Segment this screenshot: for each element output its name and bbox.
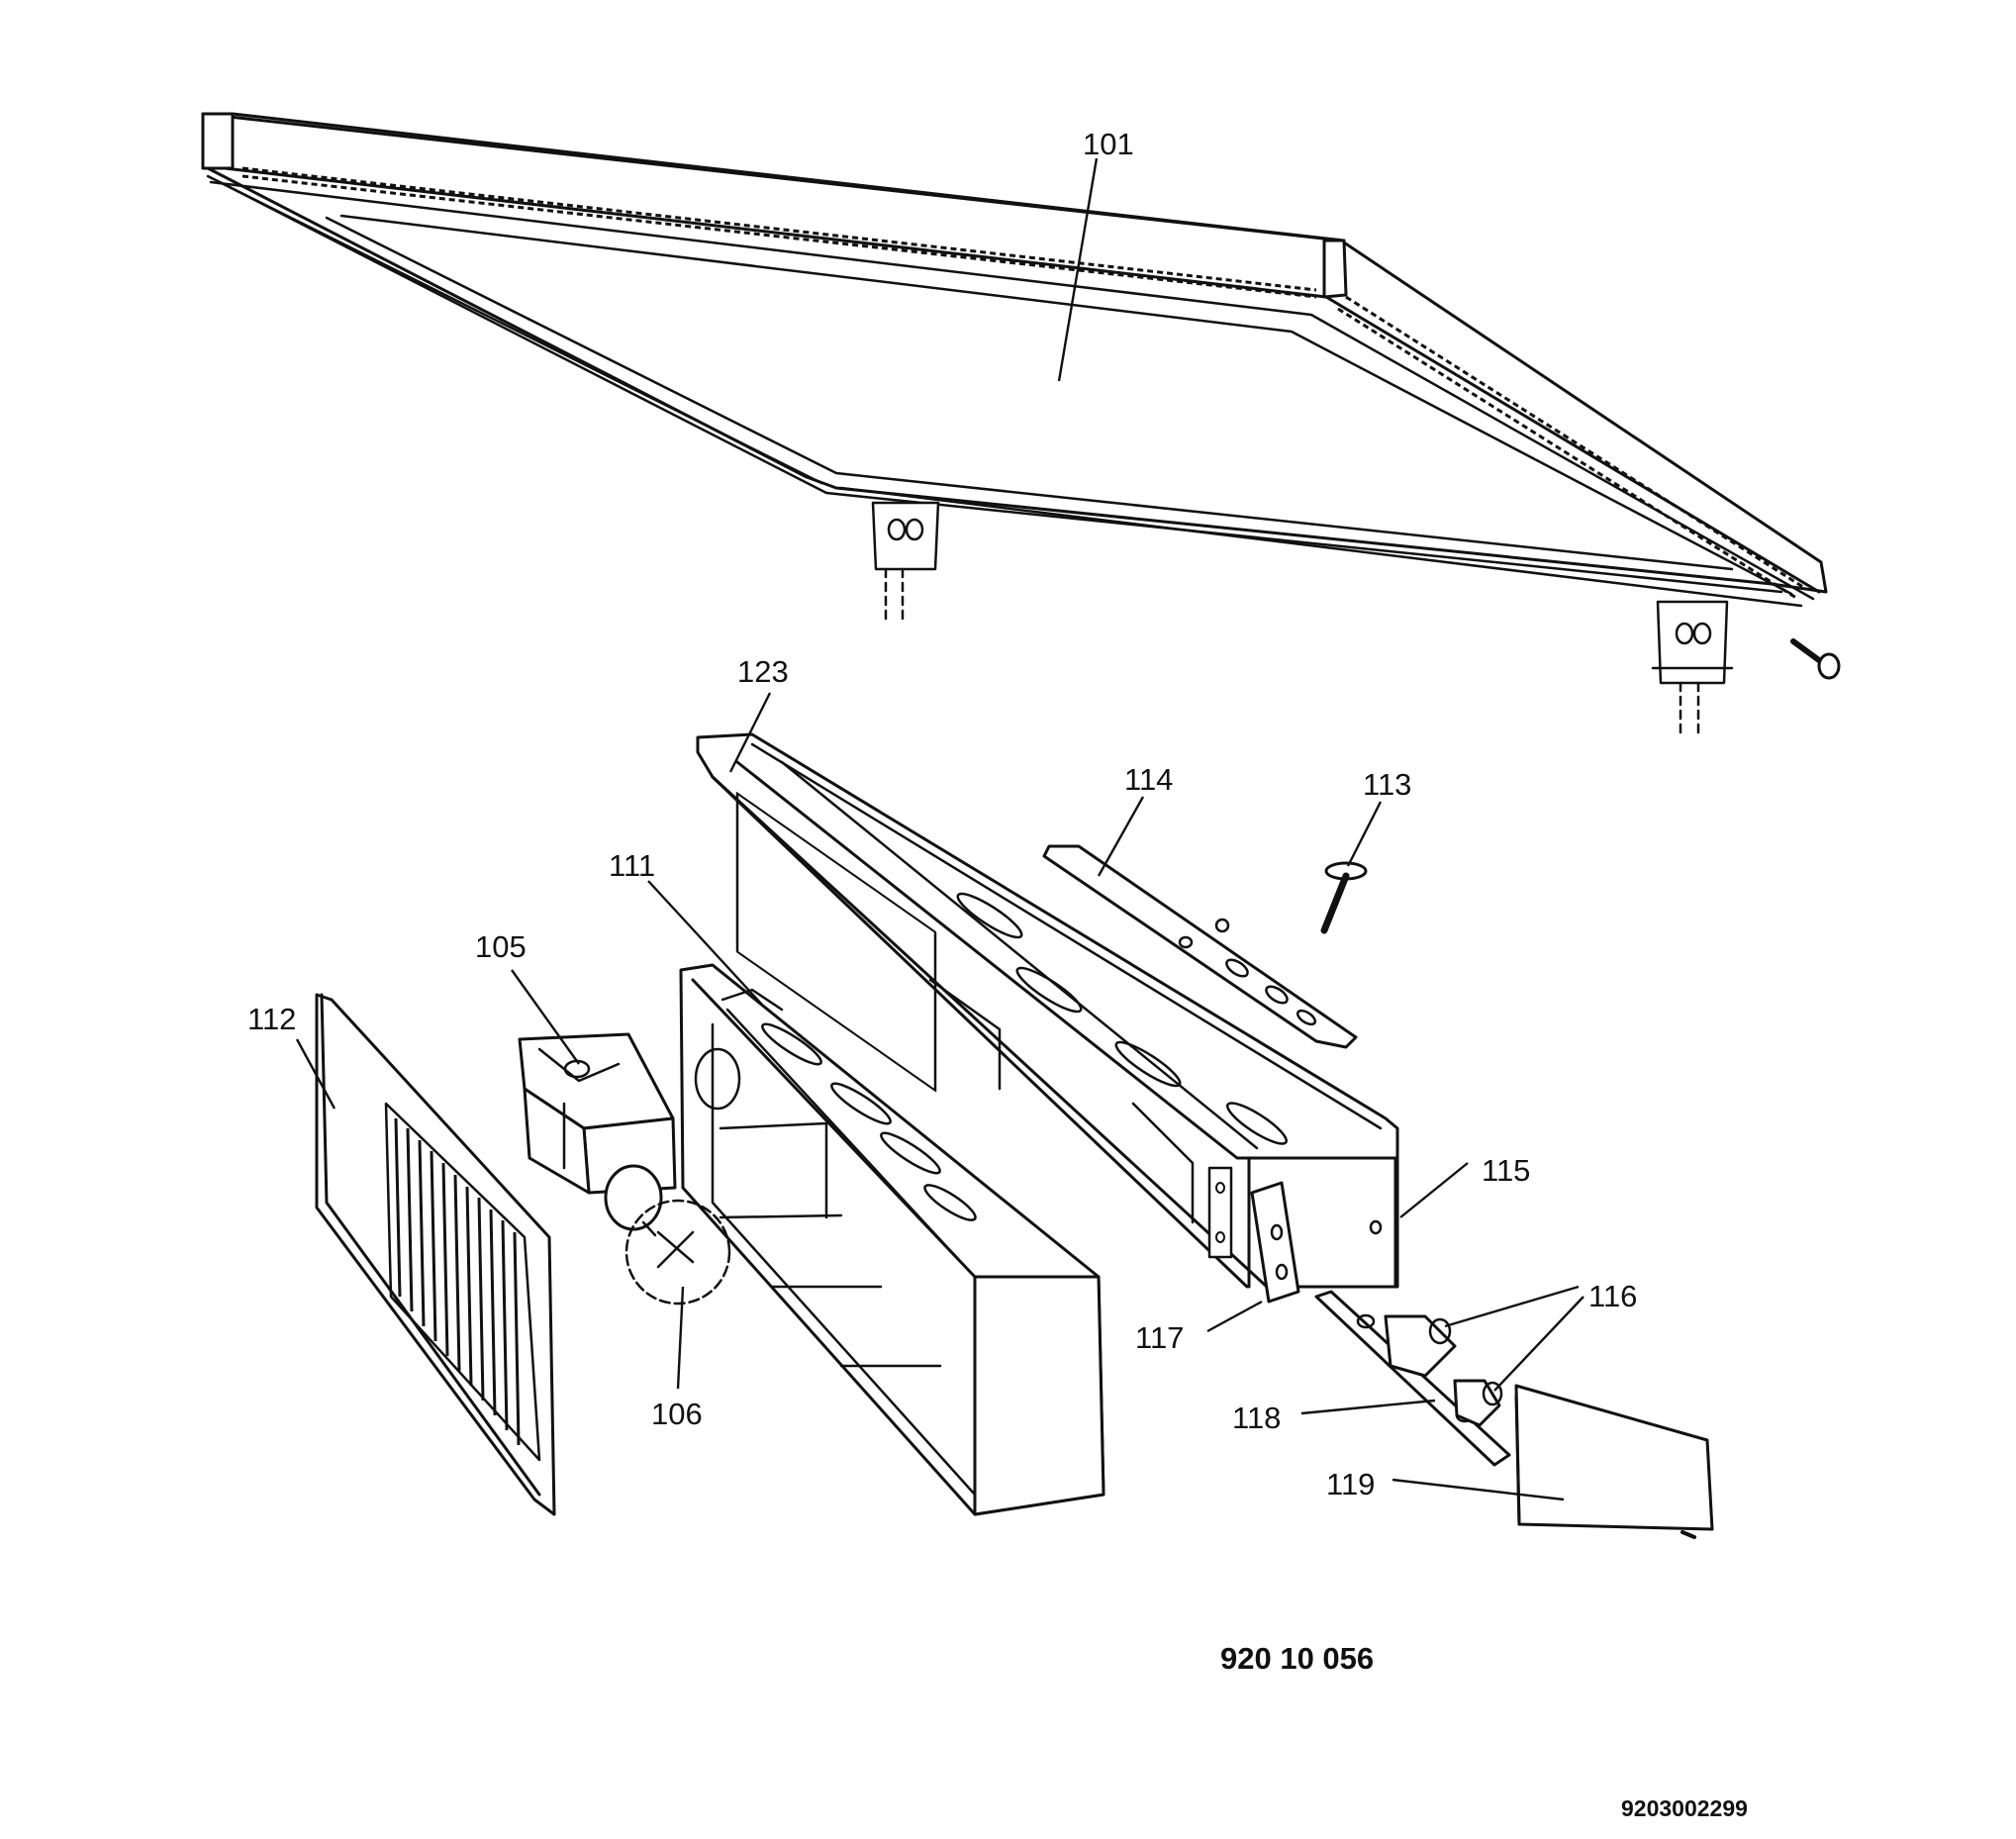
part-123-panel-housing <box>696 732 1399 1289</box>
part-105-lamp-holder <box>518 1032 677 1195</box>
lid-hinge-right <box>1651 600 1734 734</box>
diagram-code: 920 10 056 <box>1220 1641 1374 1676</box>
leader-123 <box>728 692 772 773</box>
callout-112: 112 <box>247 1002 296 1036</box>
leader-118 <box>1300 1399 1436 1415</box>
leader-116b <box>1493 1296 1584 1392</box>
leader-113 <box>1346 801 1383 867</box>
part-114-strip-plate <box>1042 844 1358 1049</box>
callout-119: 119 <box>1326 1467 1375 1501</box>
part-113-screw <box>1320 861 1368 934</box>
leader-105 <box>511 969 580 1065</box>
leader-112 <box>295 1038 336 1110</box>
callout-116: 116 <box>1588 1279 1637 1313</box>
callout-106: 106 <box>651 1397 703 1431</box>
leader-119 <box>1392 1478 1565 1501</box>
leader-114 <box>1097 796 1145 877</box>
callout-123: 123 <box>737 654 789 689</box>
lid-hinge-left <box>871 501 940 621</box>
leader-117 <box>1206 1300 1263 1333</box>
part-118-switch-strip <box>1314 1290 1511 1467</box>
part-112-front-grille <box>315 993 556 1516</box>
part-117-bracket <box>1250 1181 1300 1304</box>
callout-118: 118 <box>1232 1401 1281 1435</box>
callout-105: 105 <box>475 929 527 964</box>
leader-115 <box>1399 1162 1469 1218</box>
callout-117: 117 <box>1135 1320 1184 1355</box>
part-106-bulb <box>604 1164 731 1306</box>
part-116-switches <box>1384 1314 1503 1427</box>
grille-slats <box>394 1117 521 1446</box>
lid-screw <box>1790 638 1841 680</box>
part-111-duct-tray <box>679 963 1105 1516</box>
sheet-number: 9203002299 <box>1621 1795 1748 1821</box>
part-119-end-cover <box>1514 1384 1714 1539</box>
leader-116a <box>1444 1285 1580 1328</box>
callout-labels: 101 123 114 113 111 105 112 115 116 117 … <box>247 127 1637 1501</box>
callout-111: 111 <box>609 848 655 883</box>
leader-106 <box>676 1286 685 1390</box>
callout-113: 113 <box>1363 767 1411 802</box>
callout-114: 114 <box>1124 762 1173 797</box>
callout-115: 115 <box>1482 1153 1530 1188</box>
part-101-lid-frame <box>201 112 1841 734</box>
callout-101: 101 <box>1083 127 1134 161</box>
leader-101 <box>1057 157 1099 382</box>
leader-lines <box>295 157 1584 1501</box>
leader-111 <box>647 880 763 1006</box>
